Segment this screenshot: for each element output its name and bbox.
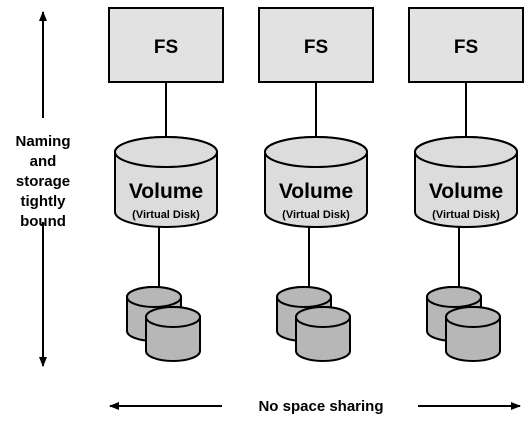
- left-label-line-5: bound: [20, 213, 66, 230]
- volume-label: Volume: [279, 180, 353, 203]
- stack-3: FS Volume (Virtual Disk): [408, 7, 524, 362]
- disk-icon: [445, 306, 501, 362]
- stack-1: FS Volume (Virtual Disk): [108, 7, 224, 362]
- disk-icon: [295, 306, 351, 362]
- volume-cylinder: [264, 136, 368, 228]
- left-label-line-3: storage: [16, 173, 70, 190]
- volume-cylinder: [114, 136, 218, 228]
- fs-box: [258, 7, 374, 83]
- fs-label: FS: [154, 37, 178, 58]
- fs-box: [408, 7, 524, 83]
- volume-sublabel: (Virtual Disk): [132, 209, 200, 221]
- fs-label: FS: [304, 37, 328, 58]
- stacks: FS Volume (Virtual Disk) FS Volume (Virtual D…: [108, 7, 524, 362]
- volume-sublabel: (Virtual Disk): [432, 209, 500, 221]
- left-label-line-2: and: [30, 153, 57, 170]
- stack-2: FS Volume (Virtual Disk): [258, 7, 374, 362]
- bottom-label: No space sharing: [258, 398, 383, 415]
- volume-sublabel: (Virtual Disk): [282, 209, 350, 221]
- fs-box: [108, 7, 224, 83]
- volume-label: Volume: [129, 180, 203, 203]
- left-label-line-1: Naming: [15, 133, 70, 150]
- left-label-line-4: tightly: [21, 193, 67, 210]
- volume-label: Volume: [429, 180, 503, 203]
- fs-label: FS: [454, 37, 478, 58]
- disk-icon: [145, 306, 201, 362]
- left-label: Naming and storage tightly bound: [15, 133, 70, 230]
- volume-cylinder: [414, 136, 518, 228]
